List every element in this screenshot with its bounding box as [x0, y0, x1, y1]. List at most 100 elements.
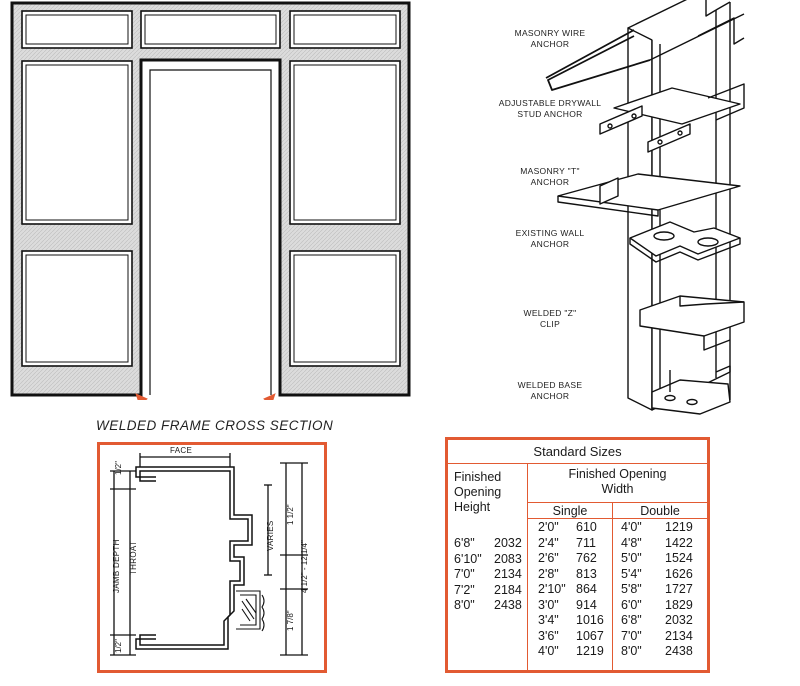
single-imperial: 2'6" — [538, 551, 559, 565]
varies-label: VARIES — [266, 520, 275, 551]
arrow-icon — [135, 393, 276, 400]
single-row: 4'0" 1219 — [538, 644, 604, 660]
double-imperial: 8'0" — [621, 644, 642, 658]
double-imperial: 6'0" — [621, 597, 642, 612]
double-imperial: 4'0" — [621, 520, 642, 534]
frame-elevation — [10, 1, 411, 400]
height-row: 7'2" 2184 — [454, 583, 522, 599]
face-label: FACE — [170, 446, 193, 455]
dim-top-label: 1/2" — [114, 461, 123, 475]
double-list: 4'0"1219 4'8" 1422 5'0"1524 5'4" 1626 5'8"… — [621, 520, 693, 660]
double-row: 4'8" 1422 — [621, 536, 693, 552]
double-imperial: 6'8" — [621, 613, 642, 627]
double-imperial: 5'4" — [621, 566, 642, 581]
anchor-label-z-clip: WELDED "Z" CLIP — [523, 308, 577, 329]
double-metric: 1422 — [665, 535, 693, 550]
single-imperial: 3'6" — [538, 628, 559, 643]
single-imperial: 3'4" — [538, 613, 559, 627]
anchor-label-drywall-stud: ADJUSTABLE DRYWALL STUD ANCHOR — [498, 98, 602, 119]
anchor-label-masonry-t: MASONRY "T" ANCHOR — [520, 166, 580, 187]
single-metric: 914 — [576, 597, 597, 612]
single-imperial: 2'10" — [538, 582, 566, 596]
single-imperial: 2'4" — [538, 535, 559, 550]
height-header: Finished Opening Height — [454, 470, 502, 514]
single-metric: 1219 — [576, 644, 604, 658]
single-row: 3'4" 1016 — [538, 613, 604, 629]
double-metric: 2438 — [665, 644, 693, 658]
height-row: 6'10" 2083 — [454, 552, 522, 568]
sidelight-right-lower — [289, 250, 401, 367]
height-row: 6'8" 2032 — [454, 536, 522, 552]
heights-list: 6'8" 2032 6'10" 2083 7'0" 2134 7'2" 2184 8'0… — [454, 536, 522, 614]
single-metric: 762 — [576, 551, 597, 565]
double-row: 6'8" 2032 — [621, 613, 693, 629]
double-row: 4'0"1219 — [621, 520, 693, 536]
frame-profile — [110, 453, 308, 656]
single-metric: 1067 — [576, 628, 604, 643]
single-row: 2'4" 711 — [538, 536, 604, 552]
height-imperial: 7'2" — [454, 582, 475, 597]
height-row: 7'0" 2134 — [454, 567, 522, 583]
double-row: 7'0" 2134 — [621, 629, 693, 645]
transom-center — [140, 10, 281, 49]
height-metric: 2083 — [494, 551, 522, 566]
double-metric: 2134 — [665, 628, 693, 643]
anchor-label-existing-wall: EXISTING WALL ANCHOR — [515, 228, 585, 249]
double-metric: 2032 — [665, 613, 693, 627]
double-metric: 1626 — [665, 566, 693, 581]
standard-sizes-panel: Standard Sizes Finished Opening Height F… — [445, 437, 710, 673]
anchor-label-base: WELDED BASE ANCHOR — [517, 380, 583, 401]
sizes-title: Standard Sizes — [533, 444, 622, 459]
height-metric: 2134 — [494, 567, 522, 581]
double-metric: 1727 — [665, 582, 693, 596]
dim-right-top-label: 1 1/2" — [286, 504, 295, 525]
single-row: 3'6" 1067 — [538, 629, 604, 645]
single-metric: 610 — [576, 520, 597, 534]
jamb-depth-label: JAMB DEPTH — [112, 539, 121, 593]
sidelight-right-upper — [289, 60, 401, 225]
double-header: Double — [640, 504, 680, 518]
single-imperial: 4'0" — [538, 644, 559, 658]
single-row: 2'6" 762 — [538, 551, 604, 567]
double-row: 5'0"1524 — [621, 551, 693, 567]
sidelight-left-upper — [21, 60, 133, 225]
double-imperial: 5'8" — [621, 582, 642, 596]
height-metric: 2184 — [494, 582, 522, 597]
height-imperial: 6'10" — [454, 551, 482, 566]
single-imperial: 2'8" — [538, 566, 559, 581]
anchors-illustration — [545, 0, 745, 415]
dim-right-mid-label: 4 1/2" - 12 1/4" — [300, 540, 309, 593]
single-imperial: 2'0" — [538, 520, 559, 534]
single-list: 2'0" 610 2'4" 711 2'6" 762 2'8" 813 2'10" 864… — [538, 520, 604, 660]
double-row: 5'8" 1727 — [621, 582, 693, 598]
transom-right — [289, 10, 401, 49]
width-header: Finished Opening Width — [568, 467, 667, 496]
single-row: 3'0" 914 — [538, 598, 604, 614]
height-imperial: 8'0" — [454, 598, 475, 612]
height-metric: 2438 — [494, 598, 522, 612]
single-metric: 1016 — [576, 613, 604, 627]
sidelight-left-lower — [21, 250, 133, 367]
single-row: 2'0" 610 — [538, 520, 604, 536]
double-row: 5'4" 1626 — [621, 567, 693, 583]
double-row: 8'0" 2438 — [621, 644, 693, 660]
elevation-caption: WELDED FRAME CROSS SECTION — [96, 418, 334, 433]
height-imperial: 6'8" — [454, 536, 475, 550]
single-row: 2'8" 813 — [538, 567, 604, 583]
double-imperial: 5'0" — [621, 551, 642, 565]
single-header: Single — [552, 504, 588, 518]
throat-label: THROAT — [129, 540, 138, 575]
section-panel: FACE 1/2" JAMB DEPTH THROAT 1/2" VARIES … — [97, 442, 327, 673]
double-imperial: 4'8" — [621, 535, 642, 550]
single-metric: 864 — [576, 582, 597, 596]
height-imperial: 7'0" — [454, 567, 475, 581]
anchor-label-masonry-wire: MASONRY WIRE ANCHOR — [514, 28, 586, 49]
anchor-labels: MASONRY WIRE ANCHOR ADJUSTABLE DRYWALL S… — [470, 0, 620, 420]
single-metric: 711 — [576, 535, 596, 550]
dim-right-bottom-label: 1 7/8" — [286, 610, 295, 631]
height-row: 8'0" 2438 — [454, 598, 522, 614]
single-imperial: 3'0" — [538, 597, 559, 612]
single-metric: 813 — [576, 566, 597, 581]
double-imperial: 7'0" — [621, 628, 642, 643]
height-metric: 2032 — [494, 536, 522, 550]
